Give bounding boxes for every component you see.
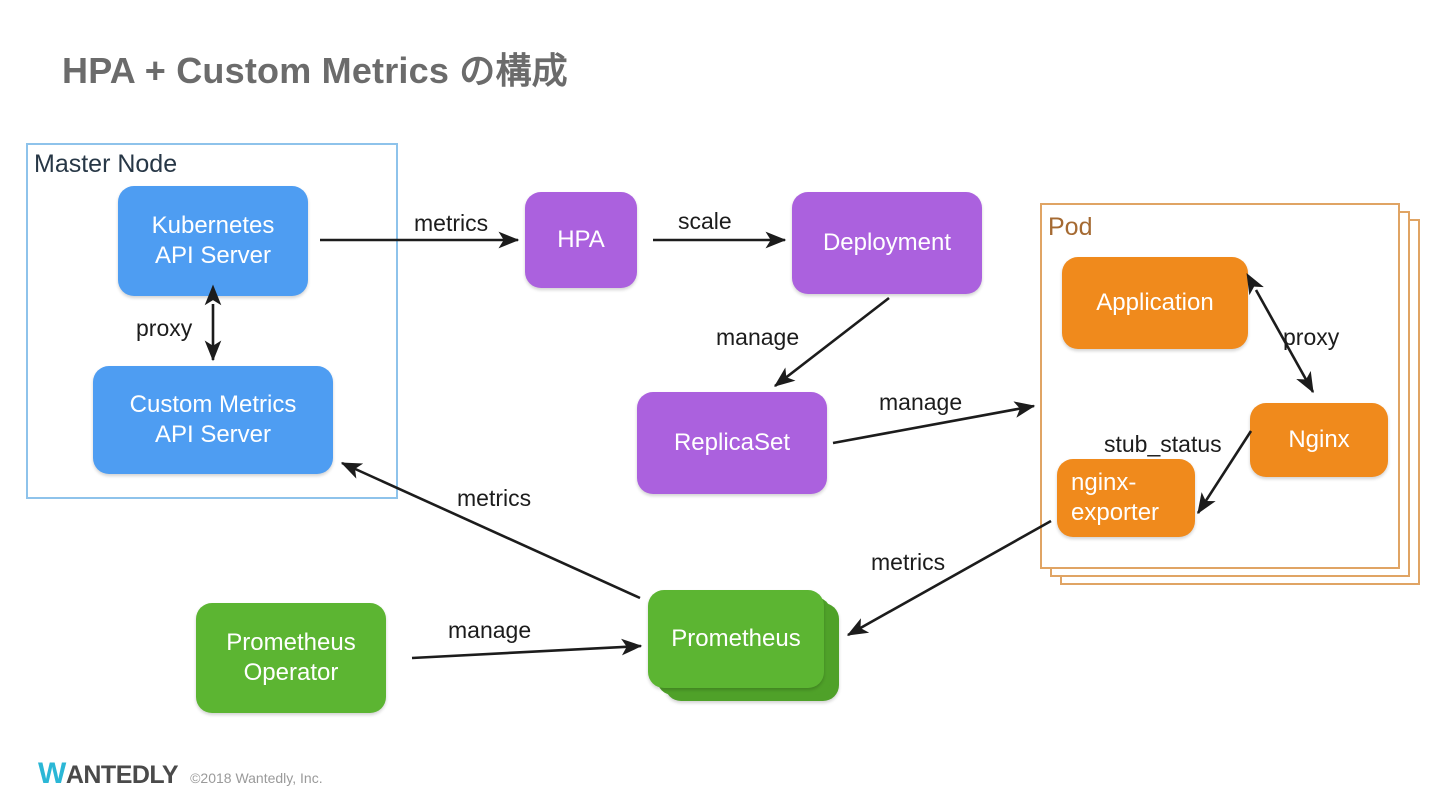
footer: WANTEDLY ©2018 Wantedly, Inc. bbox=[38, 757, 323, 791]
node-nginx-exporter[interactable]: nginx- exporter bbox=[1057, 459, 1195, 537]
node-deployment-label: Deployment bbox=[822, 229, 952, 256]
page-title: HPA + Custom Metrics の構成 bbox=[62, 50, 568, 91]
node-hpa-label: HPA bbox=[557, 226, 605, 253]
node-nginx-label: Nginx bbox=[1288, 426, 1350, 453]
wantedly-logo: WANTEDLY bbox=[38, 757, 179, 791]
arrow-exporter-to-prometheus bbox=[846, 519, 1052, 637]
edge-label-metrics-api-to-hpa: metrics bbox=[414, 210, 489, 236]
edge-label-prometheus-to-custom-api: metrics bbox=[457, 485, 532, 511]
node-custom-metrics-api-server-line1: Custom Metrics bbox=[129, 391, 297, 418]
edge-label-operator-to-prometheus: manage bbox=[448, 617, 532, 643]
group-master-node-label: Master Node bbox=[34, 150, 178, 178]
node-prometheus-operator-line2: Operator bbox=[243, 659, 339, 686]
node-prometheus-operator[interactable]: Prometheus Operator bbox=[196, 603, 386, 713]
edge-label-proxy-master: proxy bbox=[136, 315, 193, 341]
node-kubernetes-api-server-line2: API Server bbox=[154, 242, 272, 269]
node-nginx[interactable]: Nginx bbox=[1250, 403, 1388, 477]
node-deployment[interactable]: Deployment bbox=[792, 192, 982, 294]
group-pod-label: Pod bbox=[1048, 213, 1093, 241]
edge-label-exporter-to-prometheus: metrics bbox=[871, 549, 946, 575]
node-custom-metrics-api-server-line2: API Server bbox=[154, 421, 272, 448]
edge-label-proxy-pod: proxy bbox=[1283, 324, 1340, 350]
node-replicaset-label: ReplicaSet bbox=[673, 429, 791, 456]
node-prometheus-label: Prometheus bbox=[671, 625, 801, 652]
node-prometheus[interactable]: Prometheus bbox=[648, 590, 824, 688]
node-application[interactable]: Application bbox=[1062, 257, 1248, 349]
node-nginx-exporter-line2: exporter bbox=[1071, 499, 1160, 526]
arrow-operator-to-prometheus bbox=[411, 638, 643, 660]
node-application-label: Application bbox=[1096, 289, 1214, 316]
node-custom-metrics-api-server[interactable]: Custom Metrics API Server bbox=[93, 366, 333, 474]
edge-label-replicaset-to-pod: manage bbox=[879, 389, 963, 415]
node-hpa[interactable]: HPA bbox=[525, 192, 637, 288]
node-prometheus-operator-line1: Prometheus bbox=[226, 629, 356, 656]
edge-label-hpa-to-deployment: scale bbox=[678, 208, 732, 234]
node-kubernetes-api-server-line1: Kubernetes bbox=[151, 212, 275, 239]
copyright-text: ©2018 Wantedly, Inc. bbox=[190, 770, 323, 786]
wantedly-logo-w: W bbox=[38, 757, 66, 790]
node-kubernetes-api-server[interactable]: Kubernetes API Server bbox=[118, 186, 308, 296]
node-nginx-exporter-line1: nginx- bbox=[1071, 469, 1137, 496]
edge-label-deployment-to-replicaset: manage bbox=[716, 324, 800, 350]
node-replicaset[interactable]: ReplicaSet bbox=[637, 392, 827, 494]
edge-label-nginx-to-exporter: stub_status bbox=[1104, 431, 1222, 457]
wantedly-logo-rest: ANTEDLY bbox=[65, 761, 179, 789]
